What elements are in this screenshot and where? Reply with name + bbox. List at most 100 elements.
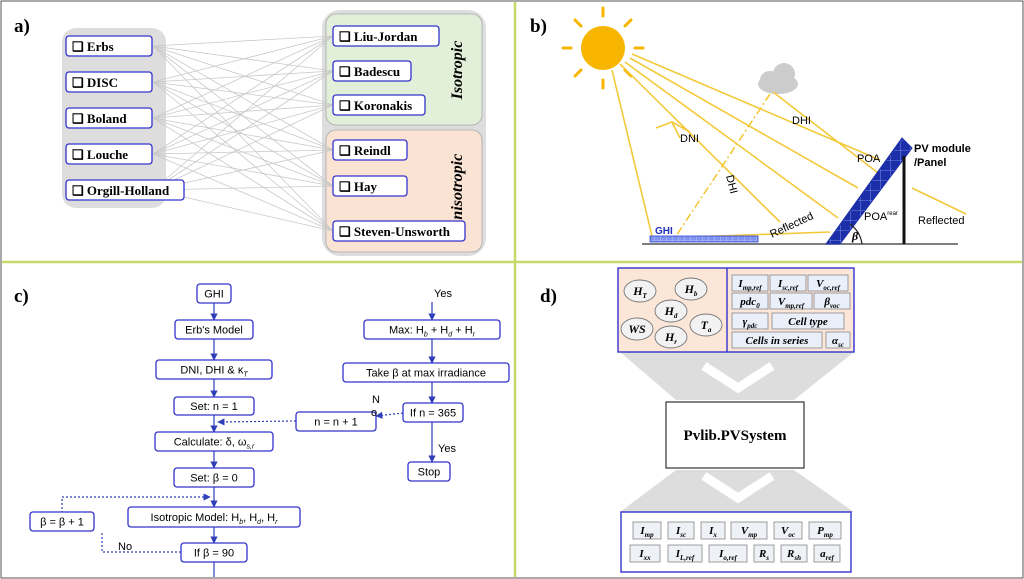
pv-output-label: Rs bbox=[758, 548, 769, 562]
module-parameter-box bbox=[825, 331, 851, 349]
ghi-box-label: GHI bbox=[204, 289, 224, 301]
reflected-right-label: Reflected bbox=[918, 215, 964, 227]
weather-input-bubble bbox=[674, 277, 708, 301]
if-beta-box bbox=[180, 542, 248, 563]
set-beta-box bbox=[173, 467, 255, 488]
anisotropic-model-box bbox=[332, 139, 408, 161]
isotropic-model-box-label: Isotropic Model: Hb, Hd, Hr bbox=[151, 512, 279, 526]
anisotropic-model-box bbox=[332, 220, 466, 242]
panel-b-label: b) bbox=[530, 16, 547, 37]
beta-label: β bbox=[851, 229, 859, 243]
output-funnel bbox=[620, 470, 854, 512]
model-boxes: ❑ Erbs❑ DISC❑ Boland❑ Louche❑ Orgill-Hol… bbox=[65, 25, 466, 242]
cloud-icon bbox=[758, 63, 798, 94]
module-parameter-label: Imp,ref bbox=[737, 278, 762, 292]
if-beta-box-label: If β = 90 bbox=[194, 548, 234, 560]
pv-output-label: Pmp bbox=[817, 525, 833, 539]
anisotropic-model-box bbox=[332, 175, 408, 197]
set-n-box bbox=[173, 396, 255, 416]
pv-module-label: PV module bbox=[914, 143, 971, 155]
module-parameter-box bbox=[731, 312, 769, 330]
input-funnel bbox=[620, 352, 854, 400]
transposition-model-label: ❑ Hay bbox=[339, 179, 378, 194]
pvsystem-label: Pvlib.PVSystem bbox=[684, 428, 787, 444]
pv-output-box bbox=[708, 544, 748, 563]
dhi-ground-label: DHI bbox=[723, 174, 739, 195]
weather-input-bubble bbox=[620, 317, 654, 341]
erbs-model-box bbox=[174, 319, 254, 340]
calculate-box-label: Calculate: δ, ωs,r bbox=[174, 437, 255, 451]
isotropic-model-box bbox=[332, 94, 426, 116]
pv-output-label: Voc bbox=[781, 525, 795, 539]
pv-output-box bbox=[753, 544, 775, 563]
pv-output-box bbox=[667, 544, 703, 563]
module-parameter-label: γpdc bbox=[743, 316, 758, 330]
erbs-model-box-label: Erb's Model bbox=[185, 325, 243, 337]
pv-panel-label: /Panel bbox=[914, 157, 946, 169]
pv-output-box bbox=[629, 544, 661, 563]
pv-output-label: aref bbox=[820, 548, 834, 562]
pv-output-box bbox=[808, 521, 842, 540]
decomposition-model-box bbox=[65, 107, 153, 129]
set-n-box-label: Set: n = 1 bbox=[190, 401, 237, 413]
pv-output-label: Vmp bbox=[741, 525, 758, 539]
dni-label: DNI bbox=[680, 133, 699, 145]
weather-input-bubble bbox=[654, 299, 688, 323]
panel-a: a) Isotropic Anisotropic ❑ Erbs❑ DISC❑ B… bbox=[14, 10, 486, 256]
module-parameter-box bbox=[731, 292, 769, 310]
flow-arrows bbox=[61, 302, 436, 577]
tilt-angle-arc bbox=[849, 223, 863, 245]
module-parameter-label: αsc bbox=[832, 335, 844, 349]
decomposition-model-label: ❑ DISC bbox=[72, 75, 118, 90]
module-parameter-box bbox=[813, 292, 851, 310]
module-parameter-box bbox=[731, 274, 769, 292]
if-n-box-label: If n = 365 bbox=[410, 408, 456, 420]
weather-input-bubble bbox=[623, 279, 657, 303]
decomposition-model-box bbox=[65, 179, 185, 201]
weather-input-bubble bbox=[689, 313, 723, 337]
transposition-model-label: ❑ Steven-Unsworth bbox=[339, 224, 451, 239]
reflected-left-label: Reflected bbox=[768, 210, 815, 241]
model-connections bbox=[152, 35, 334, 232]
outputs-container bbox=[620, 511, 852, 573]
module-parameter-label: Vmp,ref bbox=[778, 296, 805, 310]
weather-input-label: Hr bbox=[664, 330, 677, 346]
pv-output-box bbox=[813, 544, 841, 563]
pv-output-box bbox=[700, 521, 726, 540]
pv-output-label: Rsh bbox=[786, 548, 801, 562]
decomposition-model-box bbox=[65, 35, 153, 57]
pv-output-label: Ix bbox=[708, 525, 717, 539]
beta-increment-box-label: β = β + 1 bbox=[40, 517, 84, 529]
pv-panel bbox=[825, 137, 913, 245]
pv-output-label: Ixx bbox=[638, 548, 651, 562]
transposition-model-label: ❑ Badescu bbox=[339, 64, 400, 79]
pv-output-box bbox=[632, 521, 662, 540]
anisotropic-title: Anisotropic bbox=[449, 154, 466, 231]
module-parameter-label: Isc,ref bbox=[777, 278, 799, 292]
take-beta-box-label: Take β at max irradiance bbox=[366, 368, 486, 380]
transposition-model-label: ❑ Koronakis bbox=[339, 98, 412, 113]
ghi-surface bbox=[649, 235, 759, 243]
n-increment-box-label: n = n + 1 bbox=[314, 417, 357, 429]
beta-increment-box bbox=[29, 511, 95, 532]
pv-output-label: Isc bbox=[675, 525, 686, 539]
panel-d-label: d) bbox=[540, 286, 557, 307]
weather-input-label: HT bbox=[632, 284, 647, 300]
max-box bbox=[363, 319, 501, 340]
weather-input-bubble bbox=[654, 325, 688, 349]
set-beta-box-label: Set: β = 0 bbox=[190, 473, 238, 485]
isotropic-title: Isotropic bbox=[449, 41, 466, 101]
n-increment-box bbox=[295, 411, 377, 432]
no-label: No bbox=[118, 541, 132, 553]
decomposition-model-label: ❑ Orgill-Holland bbox=[72, 183, 170, 198]
irradiance-rays bbox=[611, 53, 967, 239]
stop-box-label: Stop bbox=[418, 467, 441, 479]
module-parameter-box bbox=[731, 331, 823, 349]
